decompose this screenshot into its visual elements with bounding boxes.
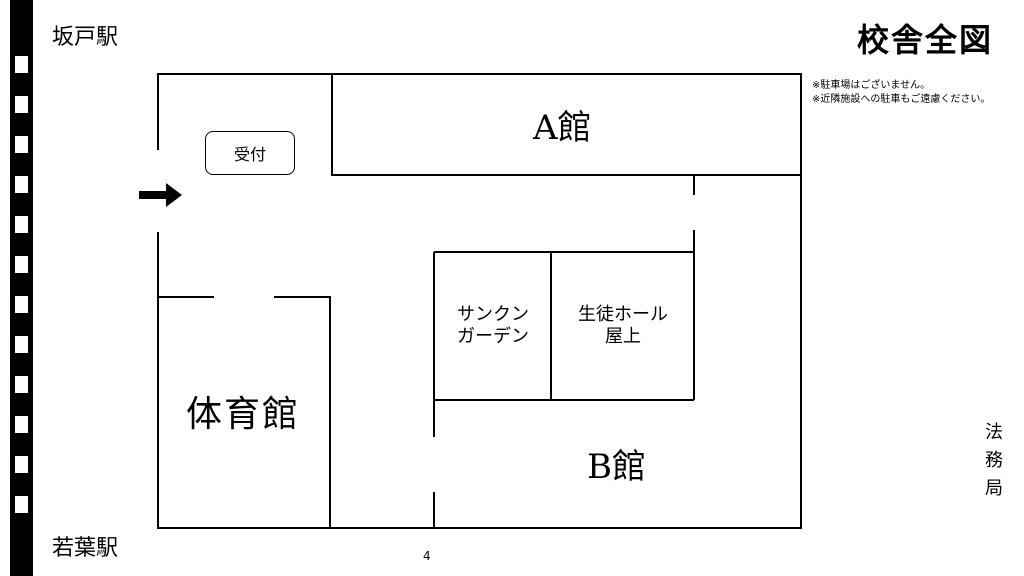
legal-char: 法 xyxy=(985,422,1003,443)
legal-affairs-bureau-label: 法 務 局 xyxy=(982,419,1006,503)
arrow-right-icon xyxy=(139,183,182,207)
gymnasium-label: 体育館 xyxy=(186,394,301,435)
building-a-outline xyxy=(331,73,802,176)
building-b-label: B館 xyxy=(587,447,646,487)
station-label-bottom: 若葉駅 xyxy=(52,536,119,561)
building-b-outline xyxy=(433,175,695,529)
gymnasium-outline xyxy=(157,296,331,529)
page-title: 校舎全図 xyxy=(857,21,994,59)
legal-char: 局 xyxy=(985,478,1003,499)
sunken-garden-label: サンクン ガーデン xyxy=(457,304,529,347)
student-hall-roof-label: 生徒ホール 屋上 xyxy=(578,304,668,347)
note-line: ※近隣施設への駐車もご遠慮ください。 xyxy=(812,94,991,105)
building-a-label: A館 xyxy=(533,108,592,148)
notes-block: ※駐車場はございません。 ※近隣施設への駐車もご遠慮ください。 xyxy=(812,79,990,107)
railway-track-icon xyxy=(10,0,33,576)
legal-char: 務 xyxy=(985,450,1003,471)
station-label-top: 坂戸駅 xyxy=(52,25,119,50)
page-number: 4 xyxy=(423,549,431,563)
note-line: ※駐車場はございません。 xyxy=(812,80,931,91)
reception-box: 受付 xyxy=(205,131,295,175)
